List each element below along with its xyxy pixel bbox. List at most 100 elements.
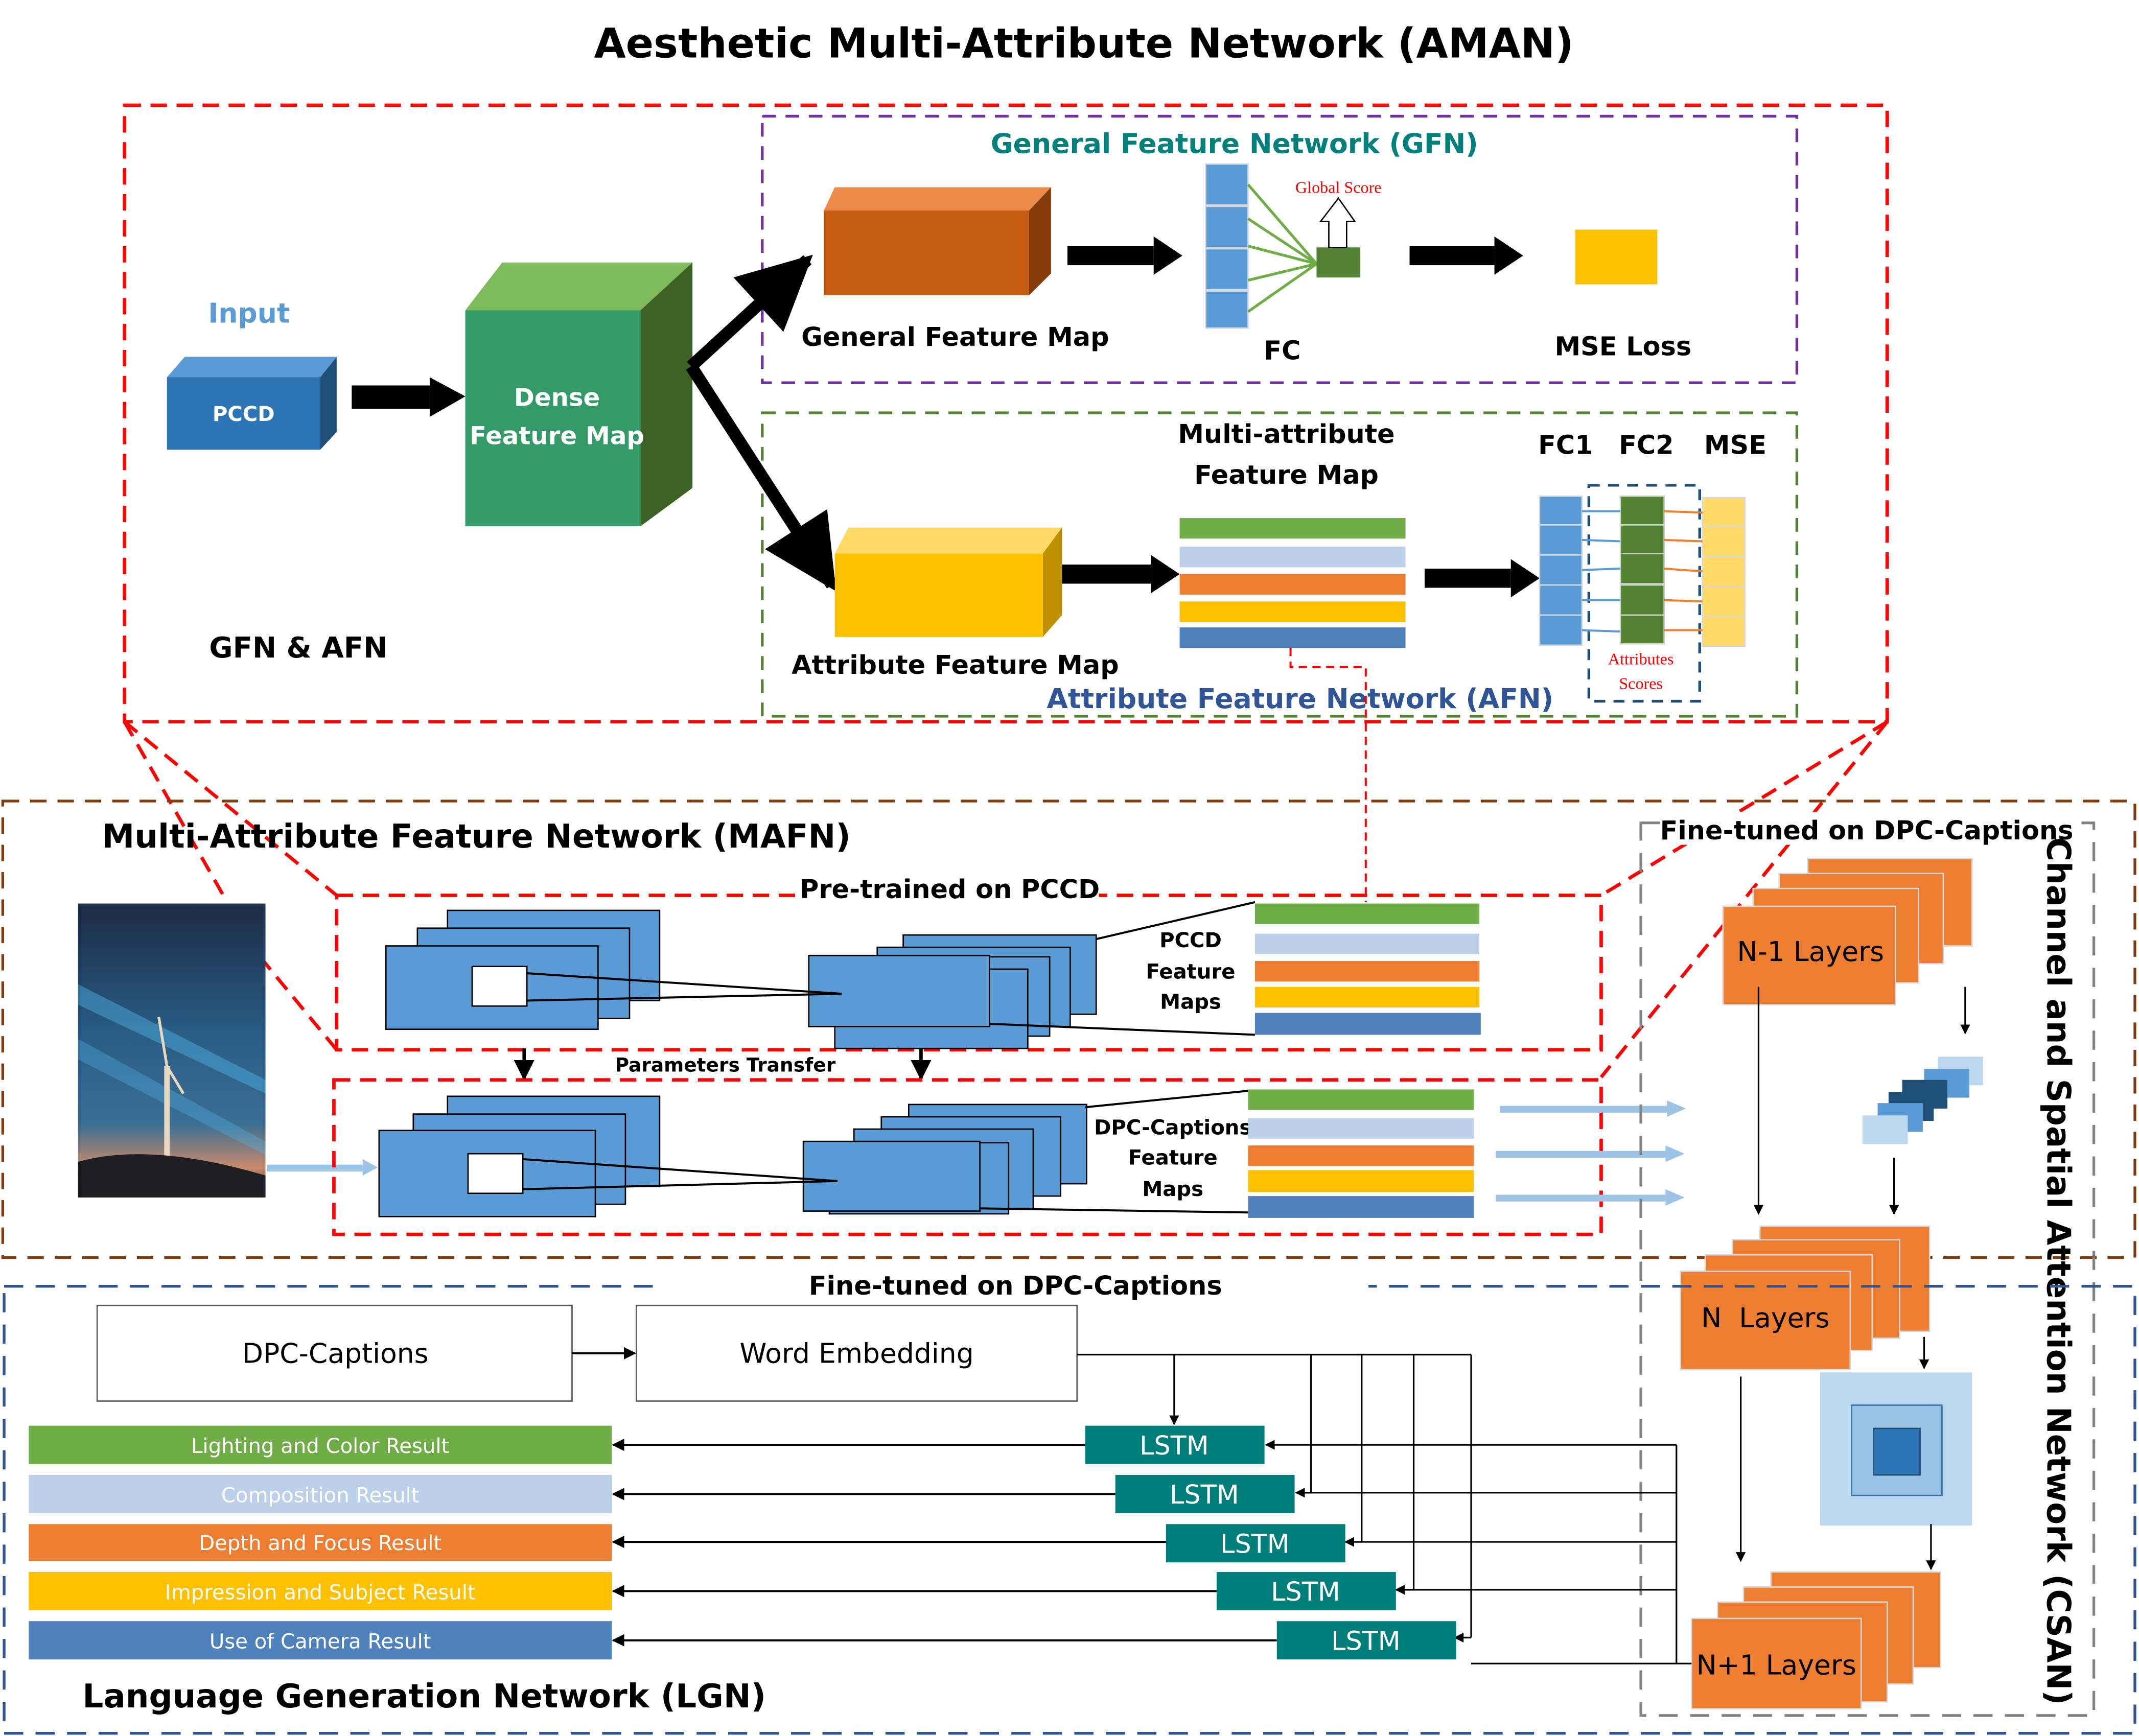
fc2-column [1619,495,1665,645]
dpc-receptive-field-lines [522,1158,838,1190]
n-layers-stack [1680,1225,1931,1371]
dpc-feature-bars [1248,1089,1474,1218]
n-plus-1-layers-stack [1690,1571,1942,1709]
lstm-row-2: Composition Result LSTM [29,1474,1295,1513]
fc2-label: FC2 [1619,430,1674,460]
general-feature-map-block [824,187,1051,295]
dense-feature-map-block: Dense Feature Map [465,262,693,527]
pccd-label: PCCD [213,403,275,426]
input-label: Input [208,297,290,329]
word-embedding-label: Word Embedding [739,1338,973,1370]
multi-attr-label-1: Multi-attribute [1178,419,1394,449]
parameters-transfer-label: Parameters Transfer [615,1054,836,1076]
lstm-label-1: LSTM [1140,1430,1209,1461]
mse-label: MSE [1704,430,1766,460]
result-label-5: Use of Camera Result [210,1630,431,1654]
dpc-captions-box [332,1078,1603,1236]
pccd-maps-label-3: Maps [1160,991,1221,1014]
dpc-to-csan-arrows [1496,1100,1686,1206]
arrow-multiattr-to-fc1 [1424,559,1540,598]
arrow-attr-to-multiattr [1062,555,1180,594]
n-layers-label: N Layers [1701,1302,1829,1334]
global-score-label: Global Score [1295,178,1382,196]
mse-loss-label: MSE Loss [1554,332,1691,362]
lstm-box-2 [1115,1474,1295,1513]
lgn-finetuned-label: Fine-tuned on DPC-Captions [809,1271,1222,1301]
pccd-feature-bars [1254,903,1481,1035]
arrow-photo-to-dpc [267,1159,378,1176]
lstm-box-4 [1216,1571,1396,1610]
dense-label-2: Feature Map [470,422,644,451]
lstm-label-5: LSTM [1331,1626,1401,1656]
attributes-scores-box [1587,484,1701,703]
general-feature-map-label: General Feature Map [801,322,1109,352]
csan-feedback-bus [1265,1440,1692,1664]
csan-finetuned-label: Fine-tuned on DPC-Captions [1660,815,2074,846]
gfn-title: General Feature Network (GFN) [991,128,1478,160]
lgn-title: Language Generation Network (LGN) [82,1677,766,1716]
result-label-2: Composition Result [221,1484,420,1507]
mafn-title: Multi-Attribute Feature Network (MAFN) [102,817,850,856]
lstm-box-1 [1085,1425,1265,1464]
pretrained-pccd-label: Pre-trained on PCCD [800,874,1100,904]
pccd-input-stack [385,909,661,1030]
fc-connections [1582,510,1703,633]
fc1-column [1539,495,1583,646]
word-embedding-box [636,1304,1078,1402]
multi-attr-label-2: Feature Map [1194,460,1379,490]
arrow-fc-to-mse [1409,236,1523,275]
diagram-title: Aesthetic Multi-Attribute Network (AMAN) [594,19,1574,67]
arrow-pccd-to-dense [352,377,466,417]
pccd-cube: PCCD [167,357,337,450]
attribute-feature-map-block [834,527,1062,637]
lstm-row-3: Depth and Focus Result LSTM [29,1524,1345,1563]
lstm-row-4: Impression and Subject Result LSTM [29,1571,1396,1610]
afn-title: Attribute Feature Network (AFN) [1047,683,1553,715]
channel-attention-blocks [1863,1057,1983,1144]
aman-detail-box [123,103,1889,724]
input-photo [78,903,266,1198]
result-label-3: Depth and Focus Result [199,1532,441,1555]
multi-attr-bars [1179,518,1406,648]
lstm-label-2: LSTM [1170,1480,1239,1510]
n-minus-1-layers-stack [1722,857,1973,1005]
arrow-general-to-fc [1067,236,1182,275]
aman-zoom-lines [123,720,1889,1078]
attribute-feature-map-label: Attribute Feature Map [792,650,1119,680]
lstm-box-5 [1276,1621,1456,1660]
link-multiattr-to-pccd-maps [1289,648,1367,902]
gfn-afn-label: GFN & AFN [209,631,387,665]
dpc-maps-label-2: Feature [1128,1146,1218,1170]
dpc-to-maps-lines [980,1090,1248,1214]
dpc-captions-input-box [96,1304,573,1402]
pccd-conv-stack [808,934,1097,1049]
dpc-maps-label-3: Maps [1142,1178,1203,1201]
mse-loss-box [1575,229,1658,285]
fc-column [1205,163,1361,329]
n-plus-1-layers-label: N+1 Layers [1696,1649,1856,1681]
global-score-node [1316,247,1361,278]
arrow-dense-to-attribute [686,363,838,592]
afn-box [761,411,1799,718]
dpc-conv-stack [802,1104,1087,1215]
mse-column [1702,497,1746,647]
dpc-captions-input-label: DPC-Captions [242,1338,429,1370]
result-label-1: Lighting and Color Result [191,1435,449,1458]
attributes-scores-label-2: Scores [1619,674,1663,693]
n-minus-1-layers-label: N-1 Layers [1737,935,1884,968]
gfn-box [761,114,1799,384]
spatial-attention-block [1820,1372,1972,1526]
pccd-maps-label-1: PCCD [1159,929,1222,952]
global-score-arrow [1319,197,1356,248]
arrow-dense-to-general [687,254,813,371]
dpc-maps-label-1: DPC-Captions [1094,1116,1251,1140]
fc-label: FC [1264,336,1300,366]
lstm-label-3: LSTM [1220,1529,1290,1559]
pccd-receptive-field-lines [526,972,842,1002]
fc1-label: FC1 [1538,430,1593,460]
attributes-scores-label-1: Attributes [1608,649,1673,668]
csan-title: Channel and Spatial Attention Network (C… [2039,837,2078,1705]
mafn-box [1,800,2136,1259]
lstm-label-4: LSTM [1271,1577,1340,1607]
